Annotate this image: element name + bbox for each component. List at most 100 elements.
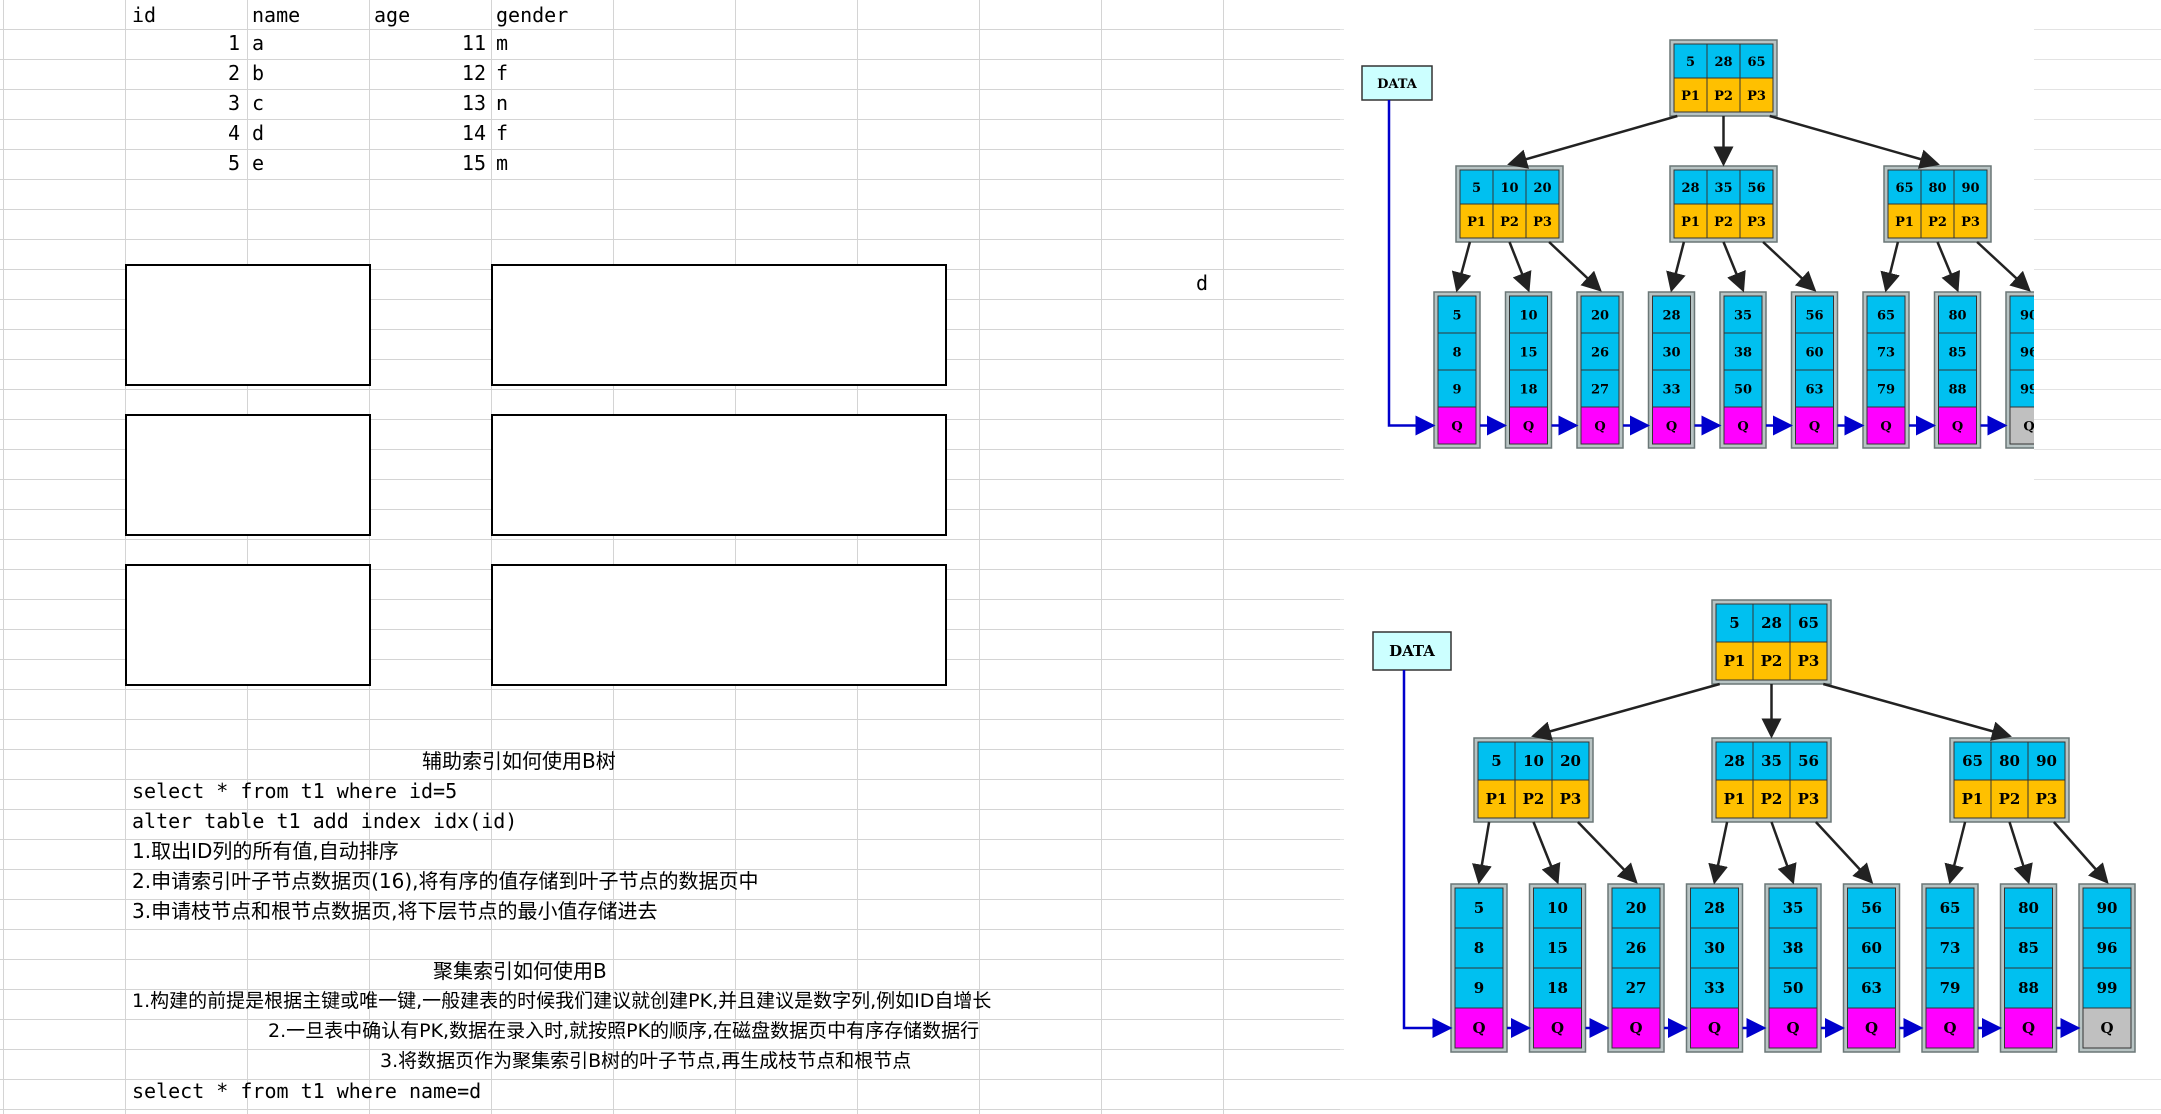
secondary-line[interactable]: 3.申请枝节点和根节点数据页,将下层节点的最小值存储进去 (132, 899, 658, 923)
branch-node-key-label: 5 (1491, 752, 1501, 770)
cell-name[interactable]: e (252, 151, 265, 175)
secondary-index-title[interactable]: 辅助索引如何使用B树 (422, 749, 616, 773)
leaf-pointer-label: Q (1809, 420, 1820, 435)
cell-id[interactable]: 3 (227, 91, 240, 115)
clustered-line[interactable]: 2.一旦表中确认有PK,数据在录入时,就按照PK的顺序,在磁盘数据页中有序存储数… (268, 1020, 980, 1042)
tree-arrow (1769, 114, 1940, 169)
branch-node-key-label: 10 (1523, 752, 1544, 770)
cell-gender[interactable]: f (496, 61, 509, 85)
cell-name[interactable]: a (252, 31, 265, 55)
leaf-pointer-label: Q (1737, 420, 1748, 435)
cell-id[interactable]: 2 (227, 61, 240, 85)
leaf-key-cell (1795, 369, 1834, 408)
leaf-pointer-label: Q (2022, 1019, 2035, 1037)
cell-gender[interactable]: m (496, 151, 509, 175)
drawing-box[interactable] (125, 264, 371, 386)
tree-arrow (1762, 241, 1817, 292)
root-node-pointer-label: P1 (1681, 89, 1700, 104)
clustered-line[interactable]: 1.构建的前提是根据主键或唯一键,一般建表的时候我们建议就创建PK,并且建议是数… (132, 990, 992, 1012)
branch-node-pointer-label: P3 (1747, 215, 1766, 230)
cell-age[interactable]: 15 (461, 151, 486, 175)
drawing-box[interactable] (491, 564, 947, 686)
secondary-line[interactable]: 2.申请索引叶子节点数据页(16),将有序的值存储到叶子节点的数据页中 (132, 869, 759, 893)
leaf-pointer-label: Q (1952, 420, 1963, 435)
cell-gender[interactable]: m (496, 31, 509, 55)
root-node-pointer-cell (1673, 77, 1708, 113)
branch-node-pointer-cell (1551, 779, 1590, 819)
header-name[interactable]: name (252, 3, 301, 27)
leaf-key-label: 26 (1626, 939, 1647, 957)
secondary-line[interactable]: alter table t1 add index idx(id) (132, 809, 518, 833)
secondary-line[interactable]: 1.取出ID列的所有值,自动排序 (132, 839, 399, 863)
header-gender[interactable]: gender (496, 3, 569, 27)
drawing-box[interactable] (125, 564, 371, 686)
branch-node-pointer-cell (1477, 779, 1516, 819)
cell-gender[interactable]: f (496, 121, 509, 145)
root-node-pointer-cell (1752, 641, 1791, 681)
leaf-key-label: 35 (1783, 899, 1804, 917)
leaf-key-cell (1866, 369, 1906, 408)
branch-node-pointer-cell (1492, 203, 1527, 239)
leaf-pointer-cell (1611, 1007, 1661, 1049)
drawing-box[interactable] (491, 264, 947, 386)
leaf-key-label: 99 (2097, 979, 2118, 997)
leaf-key-label: 8 (1474, 939, 1484, 957)
secondary-line[interactable]: select * from t1 where id=5 (132, 779, 458, 803)
leaf-pointer-cell (1580, 406, 1620, 445)
leaf-key-label: 73 (1940, 939, 1961, 957)
branch-node-key-label: 10 (1500, 181, 1518, 196)
drawing-box[interactable] (125, 414, 371, 536)
header-id[interactable]: id (132, 3, 157, 27)
leaf-key-label: 5 (1452, 309, 1461, 324)
leaf-pointer-label: Q (1472, 1019, 1485, 1037)
leaf-key-label: 8 (1452, 346, 1461, 361)
cell-age[interactable]: 13 (461, 91, 486, 115)
branch-node-pointer-cell (1459, 203, 1494, 239)
leaf-key-label: 65 (1877, 309, 1895, 324)
root-node-key-label: 28 (1761, 614, 1782, 632)
leaf-pointer-label: Q (1865, 1019, 1878, 1037)
tree-arrow (1936, 241, 1960, 293)
leaf-pointer-cell (1652, 406, 1691, 445)
cell-name[interactable]: c (252, 91, 265, 115)
cell-age[interactable]: 12 (461, 61, 486, 85)
root-node-key-label: 28 (1714, 55, 1732, 70)
cell-name[interactable]: d (252, 121, 265, 145)
leaf-key-cell (1690, 887, 1739, 929)
cell-age[interactable]: 14 (461, 121, 486, 145)
leaf-key-cell (1454, 887, 1504, 929)
branch-node-key-label: 35 (1714, 181, 1732, 196)
leaf-pointer-cell (1533, 1007, 1582, 1049)
leaf-key-label: 79 (1877, 383, 1895, 398)
clustered-line[interactable]: 3.将数据页作为聚集索引B树的叶子节点,再生成枝节点和根节点 (380, 1050, 912, 1072)
leaf-key-cell (1652, 295, 1691, 334)
leaf-key-cell (1533, 967, 1582, 1009)
leaf-key-label: 33 (1662, 383, 1680, 398)
root-node-key-label: 5 (1686, 55, 1695, 70)
leaf-key-cell (1723, 295, 1763, 334)
leaf-pointer-label: Q (1786, 1019, 1799, 1037)
leaf-key-label: 15 (1519, 346, 1537, 361)
clustered-index-title[interactable]: 聚集索引如何使用B (433, 959, 607, 983)
cell-name[interactable]: b (252, 61, 265, 85)
stray-cell[interactable]: d (1196, 271, 1209, 295)
cell-id[interactable]: 4 (227, 121, 240, 145)
leaf-pointer-cell (1690, 1007, 1739, 1049)
cell-id[interactable]: 1 (227, 31, 240, 55)
leaf-key-label: 88 (1948, 383, 1966, 398)
header-age[interactable]: age (374, 3, 411, 27)
leaf-key-label: 50 (1734, 383, 1752, 398)
cell-age[interactable]: 11 (461, 31, 486, 55)
tree-arrow (1507, 114, 1678, 169)
drawing-box[interactable] (491, 414, 947, 536)
branch-node-key-label: 5 (1472, 181, 1481, 196)
leaf-key-label: 90 (2020, 309, 2034, 324)
cell-id[interactable]: 5 (227, 151, 240, 175)
tree-arrow (1508, 241, 1532, 293)
clustered-footer[interactable]: select * from t1 where name=d (132, 1079, 482, 1103)
branch-node-pointer-cell (1673, 203, 1708, 239)
cell-gender[interactable]: n (496, 91, 509, 115)
